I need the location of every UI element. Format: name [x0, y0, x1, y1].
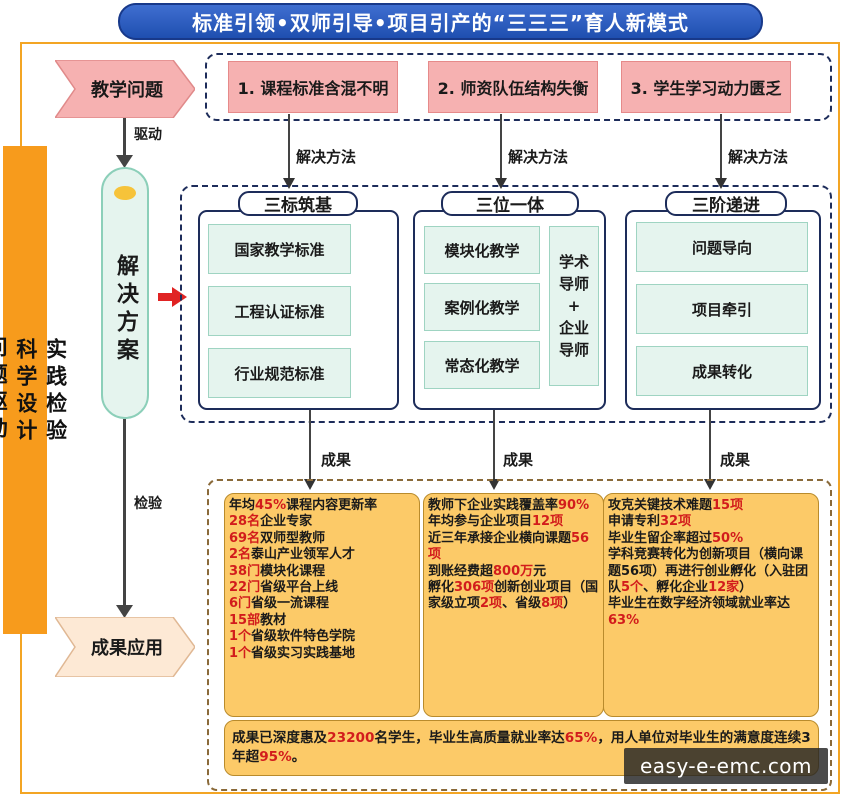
result-box-1: 年均45%课程内容更新率 28名企业专家 69名双师型教师 2名泰山产业领军人才… — [224, 493, 420, 717]
outcome-arrow: 成果应用 — [55, 617, 195, 677]
result-1-line-5: 38门模块化课程 — [229, 563, 326, 579]
side-line-3: + — [567, 297, 581, 315]
watermark: easy-e-emc.com — [624, 748, 828, 784]
column-2-item-1: 模块化教学 — [424, 226, 540, 274]
column-2-item-3: 常态化教学 — [424, 341, 540, 389]
results-container — [207, 479, 832, 791]
summary-text-1: 成果已深度惠及 — [232, 730, 328, 746]
result-2-line-2: 年均参与企业项目12项 — [428, 514, 564, 530]
problem-3: 3. 学生学习动力匮乏 — [621, 61, 791, 113]
flow-line-2 — [123, 419, 126, 609]
side-line-1: 学术 — [558, 253, 589, 271]
result-arrowhead-2 — [488, 479, 500, 490]
method-label-2: 解决方法 — [508, 148, 569, 166]
flow-line-1 — [123, 118, 126, 160]
method-arrowhead-3 — [715, 178, 727, 189]
column-1-item-1: 国家教学标准 — [208, 224, 351, 274]
column-3-item-2: 项目牵引 — [636, 284, 808, 334]
problem-1: 1. 课程标准含混不明 — [228, 61, 398, 113]
result-label-3: 成果 — [720, 451, 751, 469]
result-box-2: 教师下企业实践覆盖率90% 年均参与企业项目12项 近三年承接企业横向课题56项… — [423, 493, 604, 717]
method-label-1: 解决方法 — [296, 148, 357, 166]
result-1-line-3: 69名双师型教师 — [229, 530, 326, 546]
result-3-line-4: 学科竞赛转化为创新项目（横向课题56项）再进行创业孵化（入驻团队5个、孵化企业1… — [608, 547, 809, 596]
pill-dot — [114, 186, 136, 200]
method-line-3 — [720, 114, 722, 182]
result-1-line-7: 6门省级一流课程 — [229, 596, 330, 612]
result-arrowhead-3 — [704, 479, 716, 490]
method-line-1 — [288, 114, 290, 182]
result-1-line-8: 15部教材 — [229, 612, 287, 628]
column-3-item-3: 成果转化 — [636, 346, 808, 396]
result-3-line-2: 申请专利32项 — [608, 514, 692, 530]
summary-num-1: 23200 — [327, 730, 375, 746]
result-2-line-1: 教师下企业实践覆盖率90% — [428, 498, 590, 513]
result-1-line-2: 28名企业专家 — [229, 514, 313, 530]
left-bar-col-2: 科学设计 — [13, 338, 38, 446]
solution-label: 解决方案 — [113, 254, 138, 366]
result-2-line-3: 近三年承接企业横向课题56项 — [428, 530, 590, 563]
left-bar: 问题驱动 科学设计 实践检验 — [0, 146, 68, 634]
side-line-4: 企业 — [558, 319, 589, 337]
summary-text-4: 。 — [291, 749, 306, 765]
result-box-3: 攻克关键技术难题15项 申请专利32项 毕业生留企率超过50% 学科竞赛转化为创… — [603, 493, 819, 717]
summary-text-3: ，用人单位对毕业生的满意度连续3年超 — [232, 730, 811, 765]
problems-container — [205, 53, 832, 121]
check-label: 检验 — [134, 496, 162, 512]
result-arrowhead-1 — [304, 479, 316, 490]
result-3-line-1: 攻克关键技术难题15项 — [608, 498, 744, 513]
result-1-line-1: 年均45%课程内容更新率 — [229, 498, 378, 513]
solution-pill — [101, 167, 149, 419]
column-3-item-1: 问题导向 — [636, 222, 808, 272]
left-bar-col-1: 问题驱动 — [0, 336, 9, 444]
result-line-2 — [493, 410, 495, 482]
diagram-title: 标准引领•双师引导•项目引产的“三三三”育人新模式 — [118, 3, 763, 40]
summary-num-3: 95% — [259, 749, 292, 765]
column-3-title: 三阶递进 — [665, 191, 787, 216]
left-bar-col-3: 实践检验 — [43, 338, 68, 446]
result-2-line-5: 孵化306项创新创业项目（国家级立项2项、省级8项） — [428, 580, 599, 612]
result-label-1: 成果 — [321, 451, 352, 469]
method-line-2 — [500, 114, 502, 182]
result-1-line-4: 2名泰山产业领军人才 — [229, 547, 356, 563]
problem-2: 2. 师资队伍结构失衡 — [428, 61, 598, 113]
column-1-item-2: 工程认证标准 — [208, 286, 351, 336]
result-1-line-9: 1个省级软件特色学院 — [229, 629, 356, 645]
summary-num-2: 65% — [564, 730, 598, 746]
side-line-2: 导师 — [558, 275, 589, 293]
result-2-line-4: 到账经费超800万元 — [428, 563, 547, 579]
flow-arrowhead-1 — [116, 155, 133, 168]
result-line-1 — [309, 410, 311, 482]
red-chevron-icon — [158, 287, 187, 307]
column-2-item-2: 案例化教学 — [424, 283, 540, 331]
outcome-label: 成果应用 — [91, 638, 163, 659]
method-arrowhead-1 — [283, 178, 295, 189]
problem-label: 教学问题 — [91, 80, 163, 101]
result-label-2: 成果 — [503, 451, 534, 469]
method-arrowhead-2 — [495, 178, 507, 189]
result-3-line-3: 毕业生留企率超过50% — [608, 530, 744, 546]
result-3-line-5: 毕业生在数字经济领域就业率达63% — [608, 596, 791, 628]
result-1-line-6: 22门省级平台上线 — [229, 580, 339, 596]
column-2-title: 三位一体 — [441, 191, 579, 216]
column-2-side-box: 学术 导师 + 企业 导师 — [549, 226, 599, 386]
solutions-container — [180, 185, 832, 423]
column-1-title: 三标筑基 — [238, 191, 358, 216]
drive-label: 驱动 — [134, 127, 162, 143]
problem-arrow: 教学问题 — [55, 60, 195, 118]
result-1-line-10: 1个省级实习实践基地 — [229, 645, 356, 661]
result-line-3 — [709, 410, 711, 482]
column-1-item-3: 行业规范标准 — [208, 348, 351, 398]
method-label-3: 解决方法 — [728, 148, 789, 166]
side-line-5: 导师 — [558, 341, 589, 359]
flow-arrowhead-2 — [116, 605, 133, 618]
summary-text-2: 名学生，毕业生高质量就业率达 — [374, 730, 565, 746]
